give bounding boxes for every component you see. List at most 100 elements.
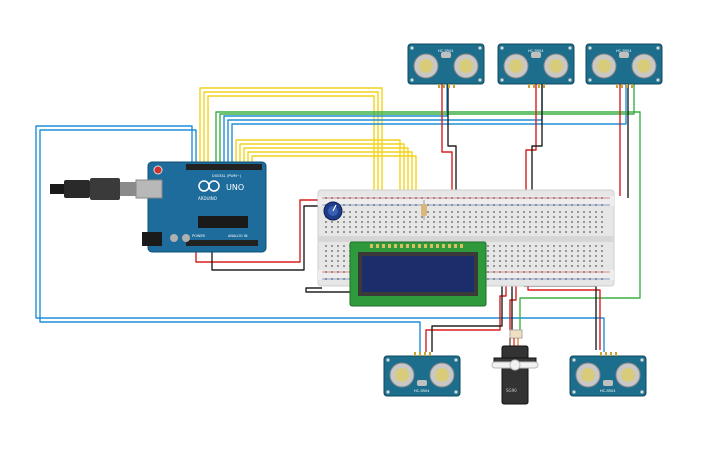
sensor-pin: [438, 84, 440, 88]
breadboard-hole: [535, 278, 537, 280]
breadboard-hole: [457, 204, 459, 206]
breadboard-hole: [499, 255, 501, 257]
breadboard-hole: [529, 204, 531, 206]
breadboard-hole: [433, 197, 435, 199]
sensor-pin: [453, 84, 455, 88]
breadboard-hole: [361, 204, 363, 206]
lcd-display: [349, 241, 487, 307]
breadboard-hole: [595, 265, 597, 267]
lcd-pin: [394, 244, 397, 248]
servo-model-label: SG90: [506, 388, 517, 393]
breadboard-hole: [439, 231, 441, 233]
breadboard-hole: [343, 255, 345, 257]
breadboard-hole: [439, 204, 441, 206]
breadboard-hole: [529, 265, 531, 267]
breadboard-hole: [589, 255, 591, 257]
breadboard-hole: [541, 221, 543, 223]
breadboard-hole: [583, 278, 585, 280]
mount-hole-icon: [410, 46, 414, 50]
mount-hole-icon: [572, 358, 576, 362]
sensor-pin: [429, 352, 431, 356]
sensor-model-label: HC-SR04: [528, 49, 544, 53]
breadboard-hole: [529, 211, 531, 213]
breadboard-hole: [505, 211, 507, 213]
breadboard-hole: [343, 211, 345, 213]
breadboard-hole: [415, 221, 417, 223]
breadboard-hole: [523, 197, 525, 199]
breadboard-hole: [463, 197, 465, 199]
breadboard-hole: [325, 260, 327, 262]
breadboard-hole: [343, 271, 345, 273]
breadboard-hole: [553, 197, 555, 199]
breadboard-hole: [349, 211, 351, 213]
breadboard-hole: [583, 245, 585, 247]
breadboard-hole: [601, 211, 603, 213]
breadboard-hole: [439, 226, 441, 228]
breadboard-hole: [589, 265, 591, 267]
breadboard-hole: [493, 250, 495, 252]
breadboard-hole: [493, 226, 495, 228]
breadboard-hole: [457, 211, 459, 213]
breadboard-hole: [493, 204, 495, 206]
breadboard-hole: [439, 211, 441, 213]
breadboard-hole: [379, 221, 381, 223]
breadboard-hole: [523, 211, 525, 213]
breadboard-hole: [415, 204, 417, 206]
ultrasonic-sensor-top-3: HC-SR04: [585, 43, 663, 88]
breadboard-hole: [589, 245, 591, 247]
breadboard-hole: [565, 278, 567, 280]
breadboard-hole: [541, 211, 543, 213]
breadboard-hole: [547, 271, 549, 273]
breadboard-hole: [571, 245, 573, 247]
breadboard-hole: [457, 216, 459, 218]
breadboard-hole: [331, 245, 333, 247]
breadboard-hole: [535, 211, 537, 213]
wire-black: [211, 205, 322, 271]
breadboard-hole: [577, 278, 579, 280]
breadboard-hole: [589, 204, 591, 206]
sensor-pin: [621, 84, 623, 88]
breadboard-hole: [589, 231, 591, 233]
breadboard-hole: [493, 221, 495, 223]
breadboard-hole: [451, 211, 453, 213]
breadboard-hole: [415, 197, 417, 199]
breadboard-hole: [439, 221, 441, 223]
crystal-icon: [603, 380, 613, 386]
breadboard-hole: [553, 216, 555, 218]
breadboard-hole: [517, 197, 519, 199]
transducer-mesh-icon: [597, 59, 611, 73]
wire-blue: [39, 129, 421, 352]
breadboard-hole: [523, 226, 525, 228]
breadboard-hole: [565, 265, 567, 267]
breadboard-hole: [463, 211, 465, 213]
breadboard-hole: [331, 197, 333, 199]
breadboard-hole: [409, 216, 411, 218]
breadboard-hole: [505, 271, 507, 273]
breadboard-hole: [475, 221, 477, 223]
breadboard-hole: [601, 216, 603, 218]
breadboard-hole: [595, 260, 597, 262]
breadboard-hole: [505, 204, 507, 206]
breadboard-hole: [559, 204, 561, 206]
sensor-pin: [419, 352, 421, 356]
sensor-pin: [528, 84, 530, 88]
breadboard-hole: [487, 216, 489, 218]
breadboard-hole: [469, 221, 471, 223]
mount-hole-icon: [656, 78, 660, 82]
breadboard-hole: [517, 204, 519, 206]
breadboard-hole: [493, 245, 495, 247]
breadboard-hole: [589, 221, 591, 223]
breadboard-hole: [337, 278, 339, 280]
servo-icon: [491, 359, 539, 371]
breadboard-hole: [355, 211, 357, 213]
breadboard-hole: [385, 197, 387, 199]
breadboard-hole: [565, 260, 567, 262]
breadboard-hole: [553, 250, 555, 252]
breadboard-hole: [343, 245, 345, 247]
breadboard-hole: [529, 216, 531, 218]
breadboard-hole: [565, 211, 567, 213]
resistor-icon: [421, 200, 427, 220]
breadboard-hole: [511, 197, 513, 199]
breadboard-hole: [499, 211, 501, 213]
breadboard-hole: [397, 197, 399, 199]
